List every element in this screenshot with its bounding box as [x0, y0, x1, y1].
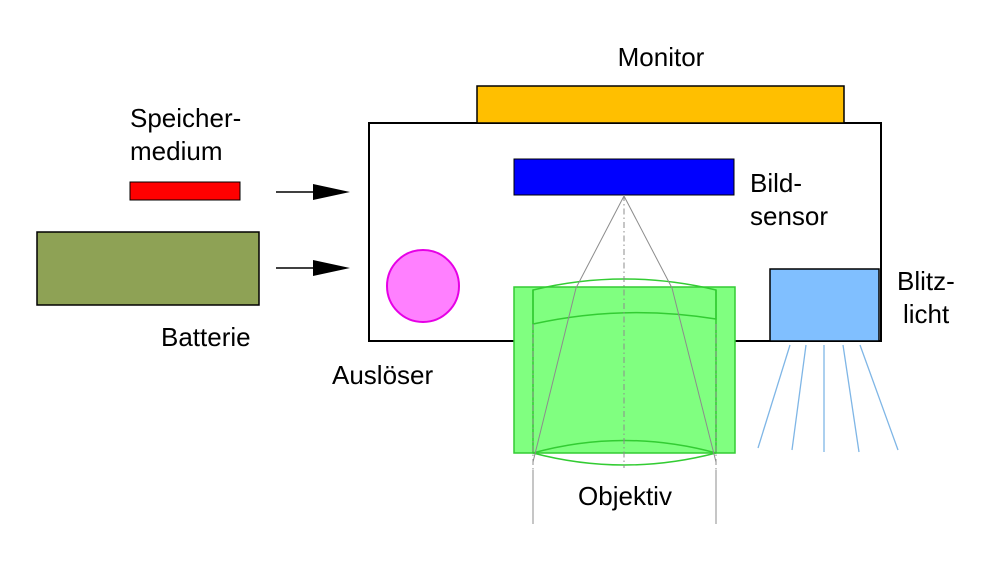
battery-block: [36, 231, 260, 306]
shutter-button-outline: [386, 249, 460, 323]
monitor-block: [476, 85, 845, 124]
image-sensor-label-line2: sensor: [750, 201, 828, 231]
lens-elements: [530, 278, 719, 466]
flash-label-line1: Blitz-: [897, 266, 955, 296]
image-sensor-label: Bild- sensor: [750, 168, 828, 231]
image-sensor-block: [513, 158, 735, 196]
flash-light-rays: [757, 344, 899, 453]
flash-block: [769, 268, 880, 342]
flash-label: Blitz- licht: [897, 266, 962, 329]
monitor-label: Monitor: [618, 42, 705, 72]
image-sensor-label-line1: Bild-: [750, 168, 802, 198]
optical-rays: [532, 195, 717, 524]
battery-arrow: [276, 260, 350, 276]
storage-medium-label: Speicher- medium: [130, 103, 249, 166]
flash-label-line2: licht: [903, 299, 950, 329]
shutter-label: Auslöser: [332, 360, 433, 390]
lens-label: Objektiv: [578, 481, 672, 511]
storage-arrow: [276, 184, 350, 200]
storage-medium-block: [129, 181, 241, 201]
shutter-button: [387, 250, 459, 322]
battery-label: Batterie: [161, 322, 251, 352]
storage-medium-label-line1: Speicher-: [130, 103, 241, 133]
storage-medium-label-line2: medium: [130, 136, 222, 166]
